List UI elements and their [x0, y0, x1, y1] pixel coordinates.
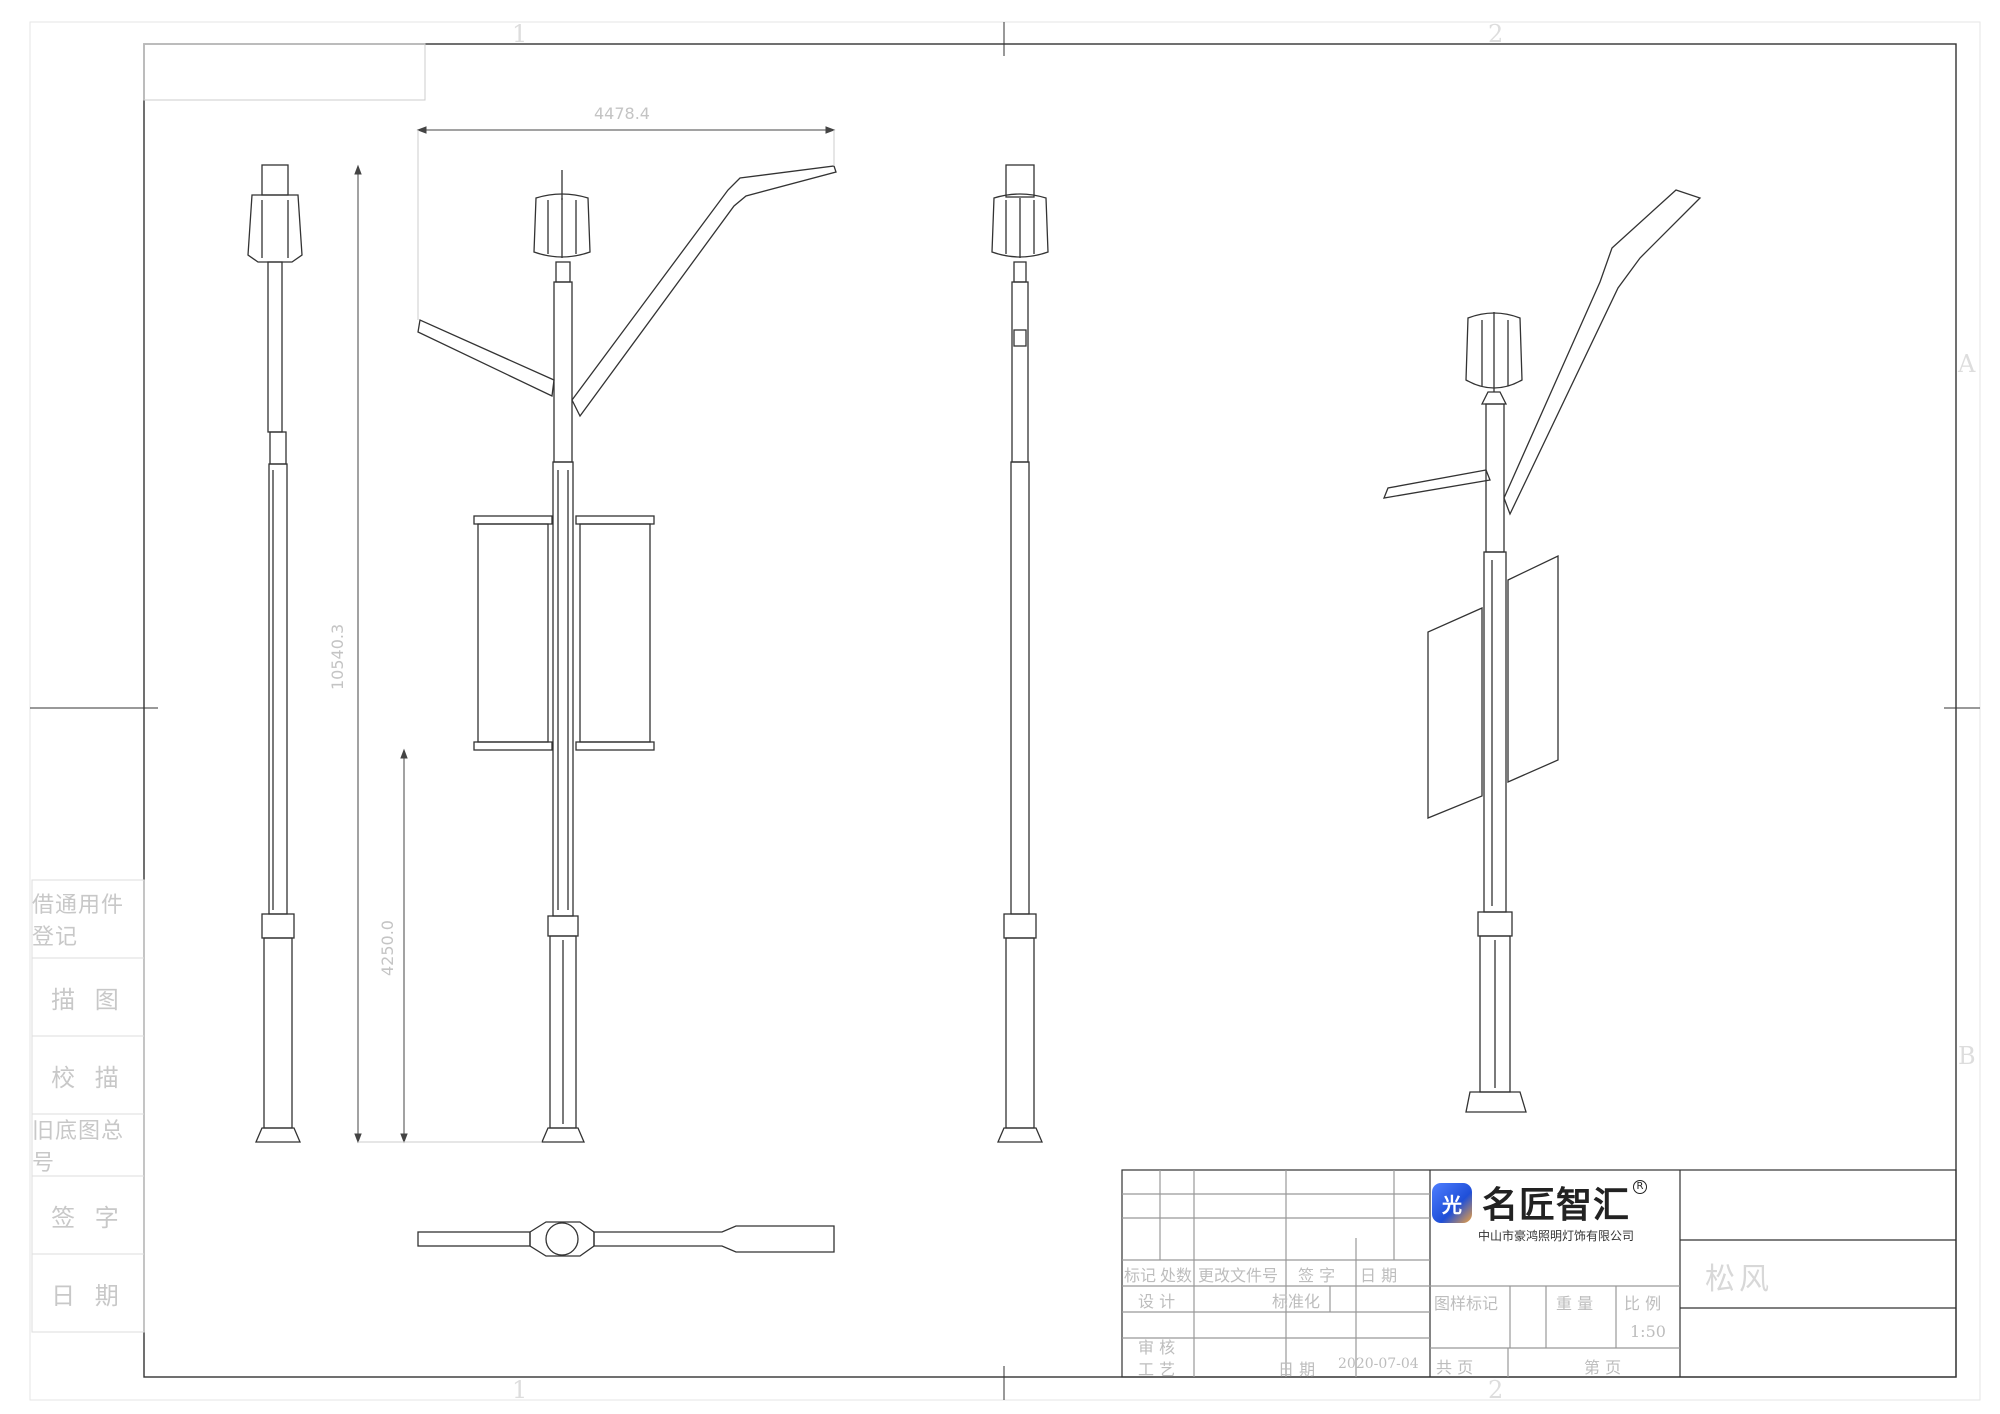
zone-label-top-1: 1: [512, 20, 528, 48]
rev-header-mark: 标记: [1124, 1266, 1157, 1285]
zone-label-a: A: [1958, 350, 1976, 378]
label-page-number: 第 页: [1584, 1358, 1622, 1377]
label-process: 工 艺: [1138, 1360, 1176, 1379]
side-cell-register: 借通用件登记: [32, 893, 125, 950]
title-block: [1121, 1169, 1957, 1378]
date-value: 2020-07-04: [1338, 1356, 1419, 1372]
label-standardization: 标准化: [1272, 1292, 1321, 1311]
dimension-lower-height: 4250.0: [378, 920, 397, 976]
label-date: 日 期: [1278, 1360, 1316, 1379]
label-drawing-mark: 图样标记: [1434, 1294, 1499, 1313]
registered-mark-icon: R: [1633, 1180, 1647, 1194]
label-weight: 重 量: [1556, 1294, 1594, 1313]
dimension-width: 4478.4: [594, 104, 650, 123]
rev-header-count: 处数: [1160, 1266, 1193, 1285]
rev-header-sign: 签 字: [1298, 1266, 1336, 1285]
side-view-right: [991, 164, 1049, 1143]
side-cell-check: 校 描: [51, 1063, 125, 1092]
rev-header-doc: 更改文件号: [1198, 1266, 1279, 1285]
scale-value: 1:50: [1630, 1322, 1666, 1341]
zone-label-top-2: 2: [1488, 20, 1504, 48]
side-cell-date: 日 期: [51, 1281, 125, 1310]
zone-label-b: B: [1958, 1042, 1976, 1070]
label-design: 设 计: [1138, 1292, 1176, 1311]
drawing-name: 松风: [1705, 1262, 1773, 1297]
brand-logo-icon: 光: [1432, 1183, 1472, 1223]
zone-label-bottom-2: 2: [1488, 1376, 1504, 1404]
label-review: 审 核: [1138, 1338, 1176, 1357]
isometric-view: [1382, 189, 1702, 1113]
brand-name: 名匠智汇: [1482, 1185, 1631, 1226]
rev-header-date: 日 期: [1360, 1266, 1398, 1285]
side-cell-old-number: 旧底图总号: [32, 1119, 125, 1176]
side-cell-sign: 签 字: [51, 1203, 125, 1232]
label-total-pages: 共 页: [1436, 1358, 1474, 1377]
dimension-height: 10540.3: [328, 623, 347, 690]
zone-label-bottom-1: 1: [512, 1376, 528, 1404]
side-cell-trace: 描 图: [51, 985, 125, 1014]
label-scale: 比 例: [1624, 1294, 1662, 1313]
side-view-left: [247, 164, 303, 1143]
top-view: [417, 1221, 835, 1257]
front-view: [417, 165, 837, 1143]
company-name: 中山市豪鸿照明灯饰有限公司: [1478, 1229, 1635, 1243]
